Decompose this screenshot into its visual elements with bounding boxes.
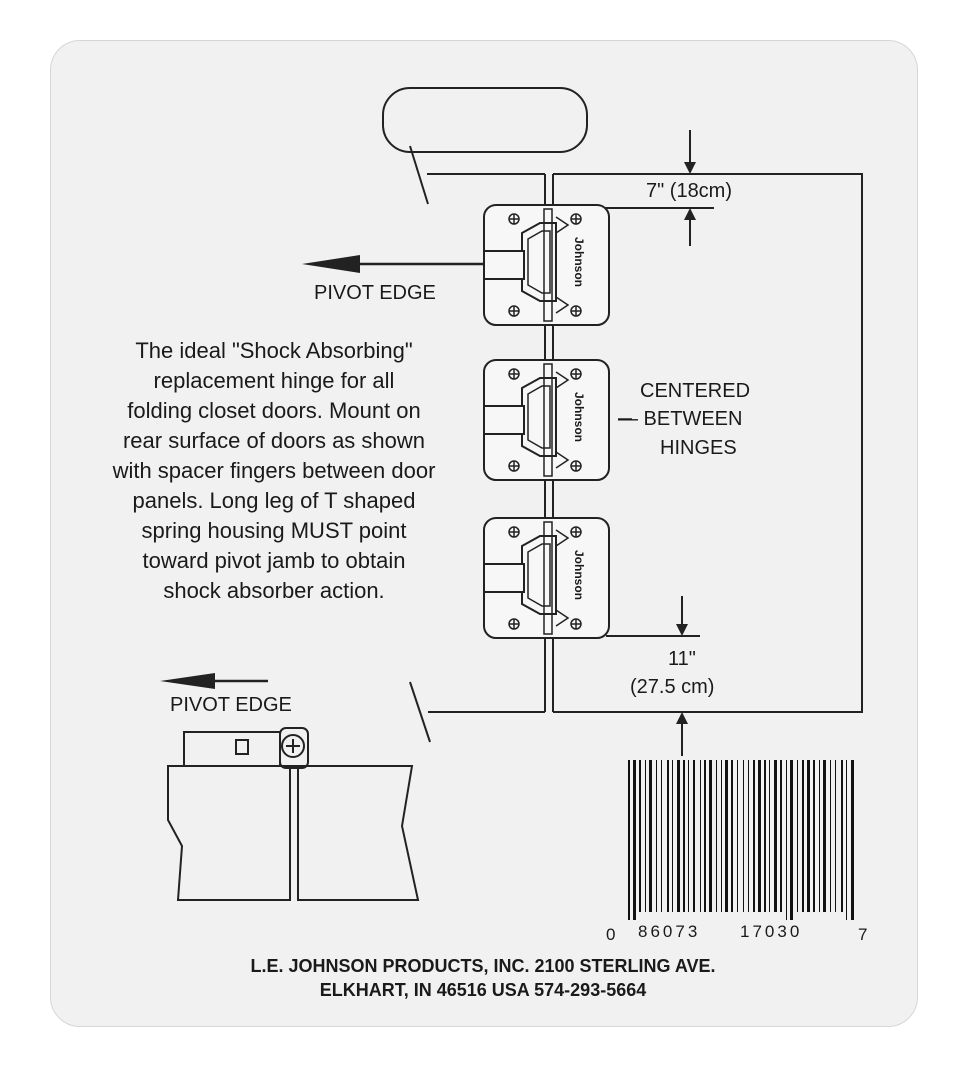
centered-label-line3: HINGES bbox=[660, 437, 737, 459]
company-address: L.E. JOHNSON PRODUCTS, INC. 2100 STERLIN… bbox=[50, 954, 916, 1002]
description-line: panels. Long leg of T shaped bbox=[132, 488, 416, 513]
centered-label-line1: CENTERED bbox=[640, 380, 751, 402]
description-line: folding closet doors. Mount on bbox=[127, 398, 421, 423]
pivot-arrow-icon bbox=[302, 255, 360, 273]
hang-slot bbox=[382, 87, 588, 153]
break-mark-bottom bbox=[409, 681, 431, 743]
description-line: shock absorber action. bbox=[163, 578, 385, 603]
description-line: spring housing MUST point bbox=[141, 518, 407, 543]
arrowhead-icon bbox=[684, 208, 696, 220]
hinge-middle bbox=[483, 359, 610, 481]
hinge-bottom bbox=[483, 517, 610, 639]
bottom-dimension-label-line1: 11" bbox=[668, 648, 696, 670]
arrowhead-icon bbox=[676, 712, 688, 724]
description-line: toward pivot jamb to obtain bbox=[142, 548, 406, 573]
hinge-brand-label: Johnson bbox=[572, 237, 586, 287]
address-line-2: ELKHART, IN 46516 USA 574-293-5664 bbox=[319, 980, 647, 1000]
bottom-dimension-label-line2: (27.5 cm) bbox=[630, 676, 715, 698]
hinge-top bbox=[483, 204, 610, 326]
barcode-left-digit: 0 bbox=[606, 925, 616, 944]
barcode-group-1: 86073 bbox=[638, 922, 701, 941]
description-line: rear surface of doors as shown bbox=[122, 428, 426, 453]
centered-label-line2: — BETWEEN bbox=[618, 408, 743, 430]
hinge-brand-label: Johnson bbox=[572, 550, 586, 600]
address-line-1: L.E. JOHNSON PRODUCTS, INC. 2100 STERLIN… bbox=[250, 956, 716, 976]
door-panel-outline bbox=[553, 173, 863, 713]
arrowhead-icon bbox=[684, 162, 696, 174]
description-line: replacement hinge for all bbox=[153, 368, 395, 393]
description-line: The ideal "Shock Absorbing" bbox=[135, 338, 413, 363]
barcode-group-2: 17030 bbox=[740, 922, 803, 941]
arrowhead-icon bbox=[676, 624, 688, 636]
top-dimension-label: 7" (18cm) bbox=[646, 180, 733, 202]
pivot-edge-label-top: PIVOT EDGE bbox=[314, 282, 436, 304]
pivot-edge-label-bottom: PIVOT EDGE bbox=[170, 694, 292, 716]
product-description: The ideal "Shock Absorbing" replacement … bbox=[62, 336, 486, 606]
description-line: with spacer fingers between door bbox=[112, 458, 436, 483]
barcode bbox=[628, 760, 854, 920]
door-side-view bbox=[167, 727, 420, 901]
barcode-right-digit: 7 bbox=[858, 925, 868, 944]
pivot-arrow-icon bbox=[160, 673, 215, 689]
hinge-brand-label: Johnson bbox=[572, 392, 586, 442]
break-mark-top bbox=[409, 145, 429, 205]
